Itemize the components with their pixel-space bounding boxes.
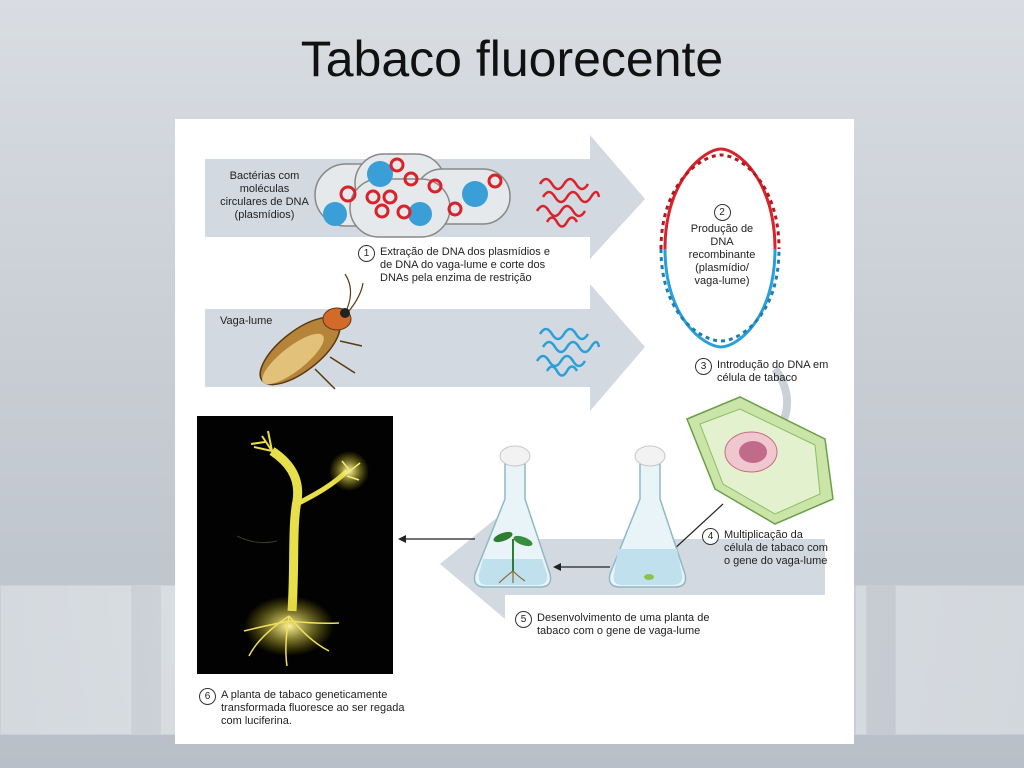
glowing-plant-photo (197, 416, 393, 674)
step-1-number: 1 (358, 245, 375, 262)
step-6-caption: 6 A planta de tabaco geneticamente trans… (199, 688, 414, 728)
step-6-text: A planta de tabaco geneticamente transfo… (221, 689, 405, 727)
step-5-caption: 5 Desenvolvimento de uma planta de tabac… (515, 611, 730, 638)
step-4-caption: 4 Multiplicação da célula de tabaco com … (702, 528, 830, 568)
background-tile (0, 585, 132, 735)
step-1-text: Extração de DNA dos plasmídios e de DNA … (380, 246, 550, 284)
firefly-illustration (259, 273, 364, 390)
flask-with-cells (608, 445, 687, 588)
step-2-number: 2 (713, 204, 731, 221)
firefly-label: Vaga-lume (220, 315, 273, 327)
flask-with-seedling (473, 445, 552, 588)
recombinant-plasmid (659, 147, 781, 349)
tobacco-cells (686, 396, 834, 525)
step-2-text: Produção de DNA recombinante (plasmídio/… (688, 223, 756, 287)
background-tile (160, 585, 176, 735)
step-3-text: Introdução do DNA em célula de tabaco (717, 359, 829, 384)
step-1-caption: 1 Extração de DNA dos plasmídios e de DN… (358, 245, 558, 285)
plasmid-dna-fragments (535, 177, 601, 228)
step-3-number: 3 (695, 358, 712, 375)
diagram-graphics (205, 135, 834, 619)
step-5-number: 5 (515, 611, 532, 628)
bacteria-label: Bactérias com moléculas circulares de DN… (220, 170, 309, 221)
genetic-engineering-diagram: Bactérias com moléculas circulares de DN… (175, 119, 854, 744)
step-6-number: 6 (199, 688, 216, 705)
step-5-text: Desenvolvimento de uma planta de tabaco … (537, 612, 710, 637)
slide-title: Tabaco fluorecente (300, 31, 724, 87)
step-4-text: Multiplicação da célula de tabaco com o … (724, 529, 828, 567)
middle-process-arrow (205, 284, 645, 411)
bacteria-group (314, 153, 511, 238)
step-2-caption: 2 Produção de DNA recombinante (plasmídi… (682, 204, 762, 288)
background-tile (855, 585, 867, 735)
step-3-caption: 3 Introdução do DNA em célula de tabaco (695, 358, 845, 385)
background-tile (895, 585, 1024, 735)
firefly-dna-fragments (535, 327, 601, 377)
step-4-number: 4 (702, 528, 719, 545)
